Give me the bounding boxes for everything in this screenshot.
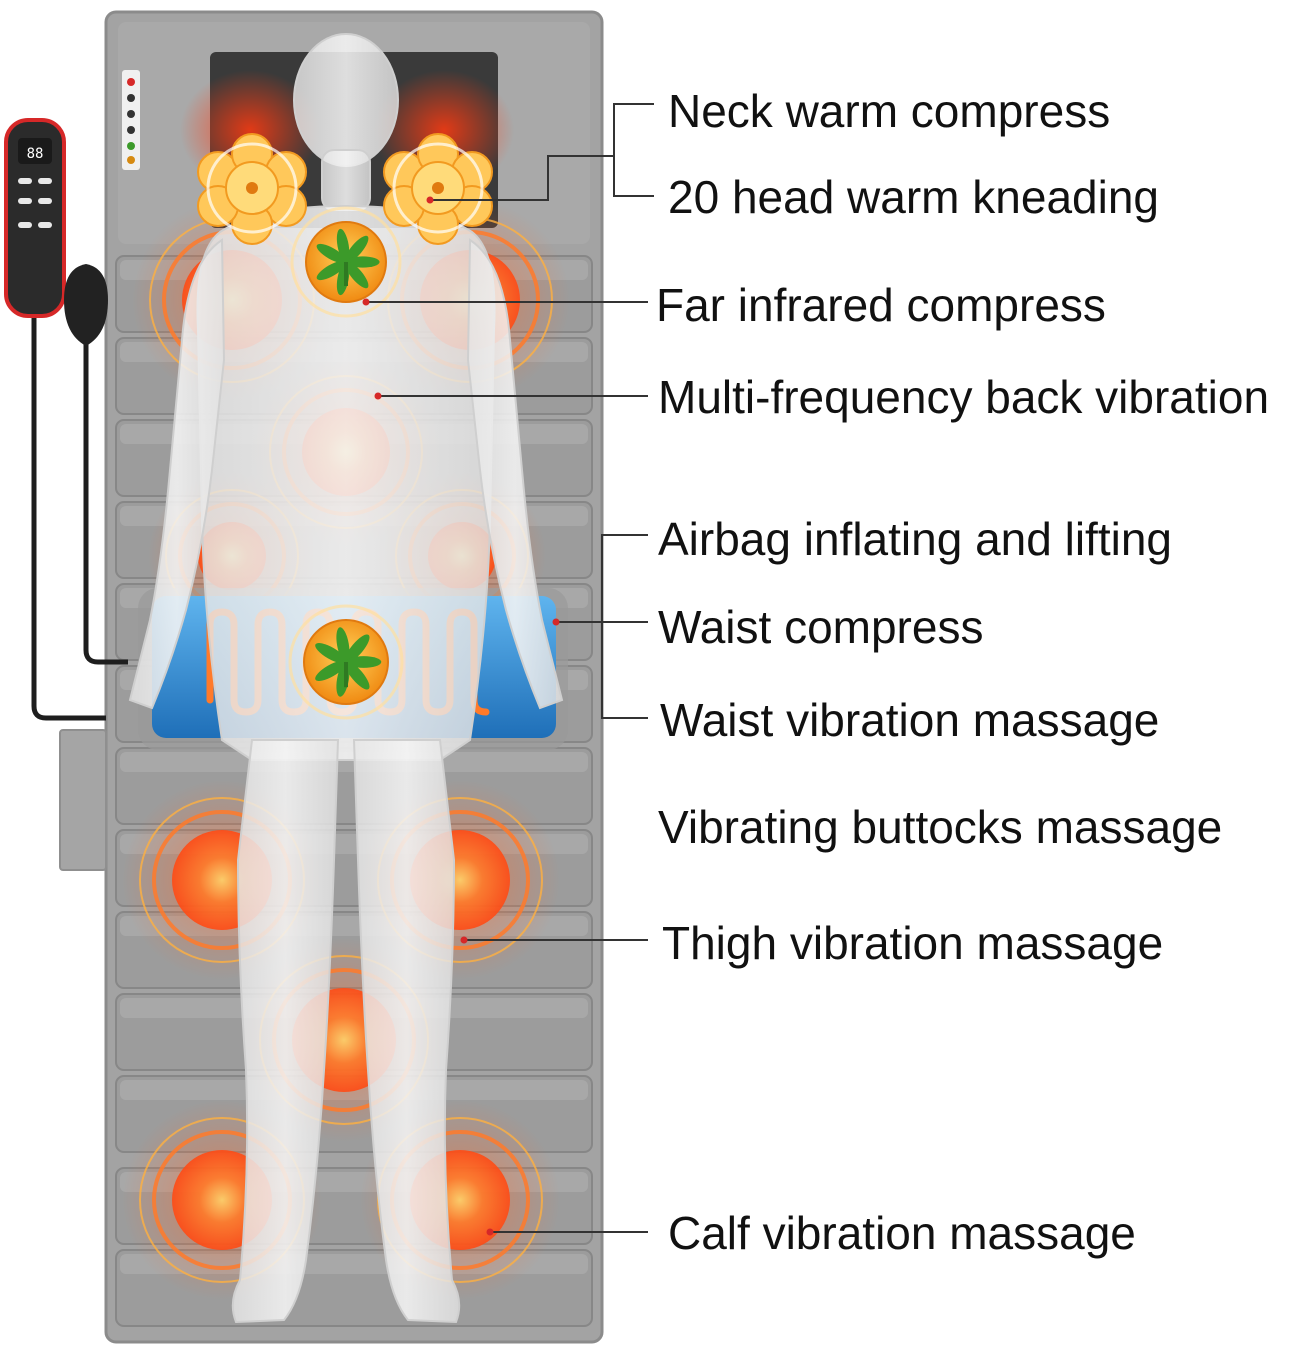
- kneading-ring: [392, 142, 484, 234]
- label-neck-warm-compress: Neck warm compress: [668, 85, 1111, 137]
- herb-leaf: [345, 261, 369, 289]
- remote-control-icon: 88: [4, 118, 128, 721]
- herb-leaf: [315, 642, 347, 664]
- callout-dot: [374, 392, 382, 400]
- remote-cable: [31, 312, 106, 721]
- kneading-head-icon: [197, 133, 307, 245]
- herb-leaf-icon: [316, 228, 380, 296]
- label-waist-vibration: Waist vibration massage: [660, 694, 1160, 746]
- herb-leaf: [345, 634, 370, 663]
- callout-dot: [552, 618, 560, 626]
- herb-leaf: [345, 661, 370, 690]
- body-left-leg: [231, 739, 340, 1324]
- herb-leaf: [336, 228, 350, 263]
- herb-leaf: [336, 627, 350, 663]
- herb-compresses: [197, 133, 493, 720]
- herb-halo: [288, 604, 404, 720]
- kneading-ring: [206, 142, 298, 234]
- herb-stem: [344, 662, 348, 688]
- mat-button-strip: [122, 70, 140, 170]
- label-waist-compress: Waist compress: [658, 601, 984, 653]
- callout-dot: [426, 196, 434, 204]
- herb-leaf: [316, 260, 347, 281]
- mat-side-pocket: [59, 729, 107, 871]
- callout-dot: [486, 1228, 494, 1236]
- herb-stem: [344, 262, 348, 286]
- kneading-dot: [246, 182, 258, 194]
- callout-line: [601, 534, 648, 660]
- herb-halo: [290, 206, 402, 318]
- body-left-arm: [128, 238, 226, 710]
- body-right-arm: [466, 238, 564, 710]
- label-airbag-inflating: Airbag inflating and lifting: [658, 513, 1172, 565]
- body-right-leg: [352, 739, 461, 1324]
- herb-leaf: [315, 660, 347, 682]
- callout-dot: [460, 936, 468, 944]
- remote-screen: [18, 138, 52, 164]
- remote-display: 88: [27, 146, 44, 162]
- label-back-vibration: Multi-frequency back vibration: [658, 371, 1270, 423]
- herb-leaf: [345, 235, 369, 263]
- callout-line: [430, 155, 614, 201]
- remote-body: [4, 118, 66, 318]
- body-neck: [321, 149, 371, 211]
- body-head: [293, 33, 399, 167]
- callout-lines: [362, 103, 654, 1236]
- kneading-dot: [432, 182, 444, 194]
- callout-line: [613, 103, 654, 197]
- callout-dot: [362, 298, 370, 306]
- label-calf-vibration: Calf vibration massage: [668, 1207, 1136, 1259]
- label-far-infrared-compress: Far infrared compress: [656, 279, 1106, 331]
- herb-leaf-icon: [315, 627, 382, 697]
- remote-buttons: [18, 178, 52, 228]
- label-head-warm-kneading: 20 head warm kneading: [668, 171, 1159, 223]
- callout-line: [601, 660, 648, 719]
- herb-leaf: [316, 243, 347, 264]
- pump-cable: [83, 344, 128, 665]
- air-pump-bulb: [64, 264, 108, 346]
- human-body-silhouette: [128, 33, 564, 1324]
- label-thigh-vibration: Thigh vibration massage: [662, 917, 1164, 969]
- label-buttocks-massage: Vibrating buttocks massage: [658, 801, 1223, 853]
